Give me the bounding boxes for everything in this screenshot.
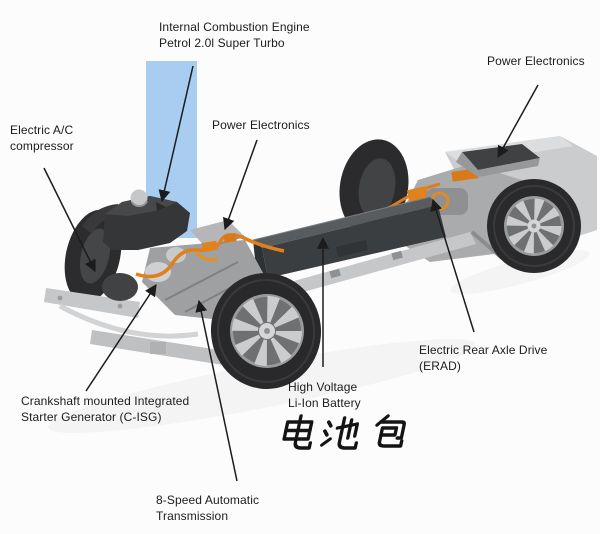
ac-compressor-part [102, 273, 138, 301]
label-line: High Voltage [288, 380, 358, 394]
label-line: Electric Rear Axle Drive [419, 343, 548, 357]
label-power-electronics-rear: Power Electronics [487, 53, 585, 69]
label-line: 8-Speed Automatic [156, 493, 260, 507]
rear-wheel [487, 179, 581, 273]
arrow-ac-compressor [43, 167, 96, 273]
label-line: Electric A/C [10, 123, 74, 137]
arrow-cisg [85, 283, 157, 392]
sill-rail [276, 232, 476, 298]
arrow-transmission [195, 299, 238, 482]
hv-battery-tunnel [252, 196, 446, 278]
engine-dome [130, 189, 148, 207]
label-line: Transmission [156, 509, 229, 523]
label-line: Power Electronics [212, 118, 310, 132]
arrow-power-electronics-front [223, 139, 258, 231]
arrow-ice [158, 65, 194, 203]
label-battery-pack-chinese: 电池包 [276, 412, 410, 456]
label-line: Internal Combustion Engine [159, 20, 310, 34]
annotation-arrows [43, 65, 539, 482]
label-cisg: Crankshaft mounted Integrated Starter Ge… [21, 393, 189, 425]
label-line: Petrol 2.0l Super Turbo [159, 36, 285, 50]
label-hv-battery: High Voltage Li-Ion Battery [288, 379, 361, 411]
front-wheel [210, 273, 322, 389]
label-power-electronics-front: Power Electronics [212, 117, 310, 133]
label-transmission: 8-Speed Automatic Transmission [156, 492, 259, 524]
battery-pack-chinese-glyphs [282, 414, 406, 450]
label-erad: Electric Rear Axle Drive (ERAD) [419, 342, 547, 374]
label-line: compressor [10, 139, 74, 153]
front-subframe [44, 288, 232, 366]
label-internal-combustion-engine: Internal Combustion Engine Petrol 2.0l S… [159, 19, 310, 51]
arrow-erad [430, 198, 475, 333]
arrow-power-electronics-rear [497, 84, 539, 159]
label-electric-ac-compressor: Electric A/C compressor [10, 122, 74, 154]
label-line: Starter Generator (C-ISG) [21, 410, 162, 424]
label-line: (ERAD) [419, 359, 461, 373]
label-line: Crankshaft mounted Integrated [21, 394, 190, 408]
label-line: Power Electronics [487, 54, 585, 68]
label-line: Li-Ion Battery [288, 396, 361, 410]
